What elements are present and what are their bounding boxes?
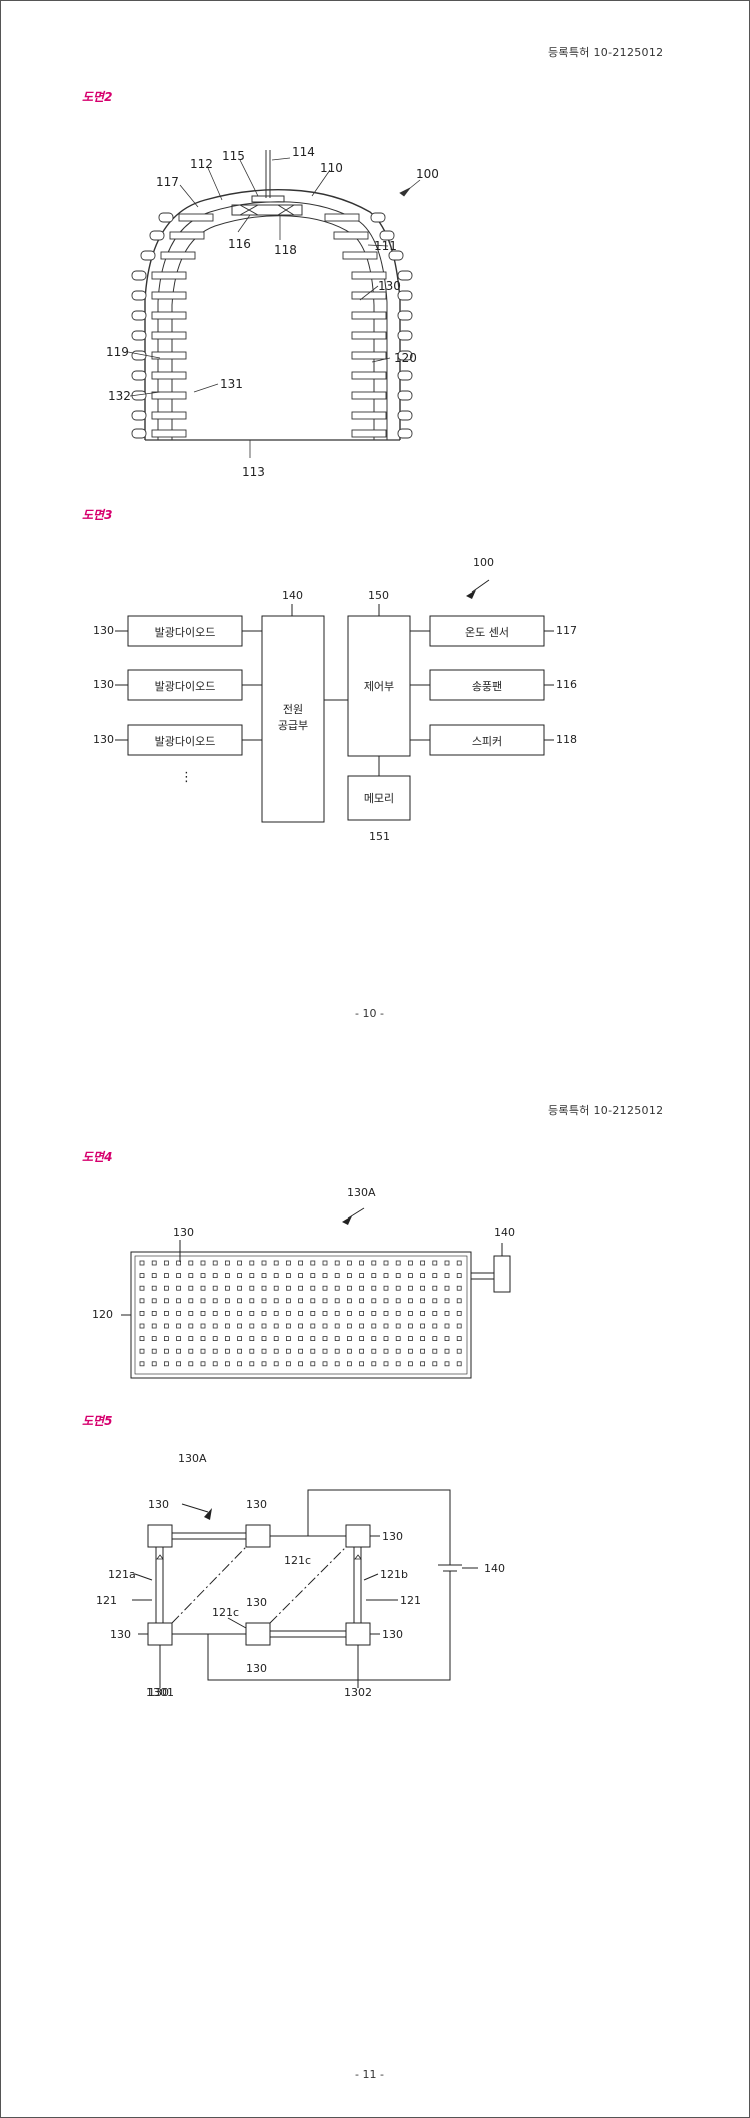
fig3-controller-label: 제어부 — [363, 680, 395, 693]
fig3-ref-116: 116 — [556, 678, 577, 691]
fig3-speaker-label: 스피커 — [471, 735, 503, 748]
fig3-ellipsis: ⋮ — [180, 770, 193, 785]
fig3-ref-150: 150 — [368, 589, 389, 602]
fig3-led-1-label: 발광다이오드 — [154, 626, 216, 639]
fig3-led-2-ref: 130 — [93, 678, 114, 691]
fig4-ref-130A: 130A — [347, 1186, 376, 1199]
fig4-ref-130: 130 — [173, 1226, 194, 1239]
fig3-fan-label: 송풍팬 — [471, 680, 503, 693]
figure-3-caption: 도면3 — [82, 508, 113, 522]
fig3-ref-117: 117 — [556, 624, 577, 637]
fig3-power-supply-line1: 전원 — [282, 703, 304, 716]
fig3-ref-151: 151 — [369, 830, 390, 843]
patent-header-1: 등록특허 10-2125012 — [548, 46, 664, 59]
fig3-led-3-label: 발광다이오드 — [154, 735, 216, 748]
fig4-ref-140: 140 — [494, 1226, 515, 1239]
figure-4-caption: 도면4 — [82, 1150, 113, 1164]
figure-5-caption: 도면5 — [82, 1414, 113, 1428]
fig3-ref-140: 140 — [282, 589, 303, 602]
page-number-11: - 11 - — [355, 2068, 384, 2081]
patent-header-2: 등록특허 10-2125012 — [548, 1104, 664, 1117]
figure-2-caption: 도면2 — [82, 90, 113, 104]
fig3-led-3-ref: 130 — [93, 733, 114, 746]
fig3-led-1-ref: 130 — [93, 624, 114, 637]
fig3-ref-100: 100 — [473, 556, 494, 569]
fig3-led-2-label: 발광다이오드 — [154, 680, 216, 693]
fig3-temp-sensor-label: 온도 센서 — [465, 626, 509, 639]
page-number-10: - 10 - — [355, 1007, 384, 1020]
fig4-ref-120: 120 — [92, 1308, 113, 1321]
fig3-ref-118: 118 — [556, 733, 577, 746]
fig3-power-supply-line2: 공급부 — [277, 719, 309, 732]
fig3-memory-label: 메모리 — [363, 792, 395, 805]
